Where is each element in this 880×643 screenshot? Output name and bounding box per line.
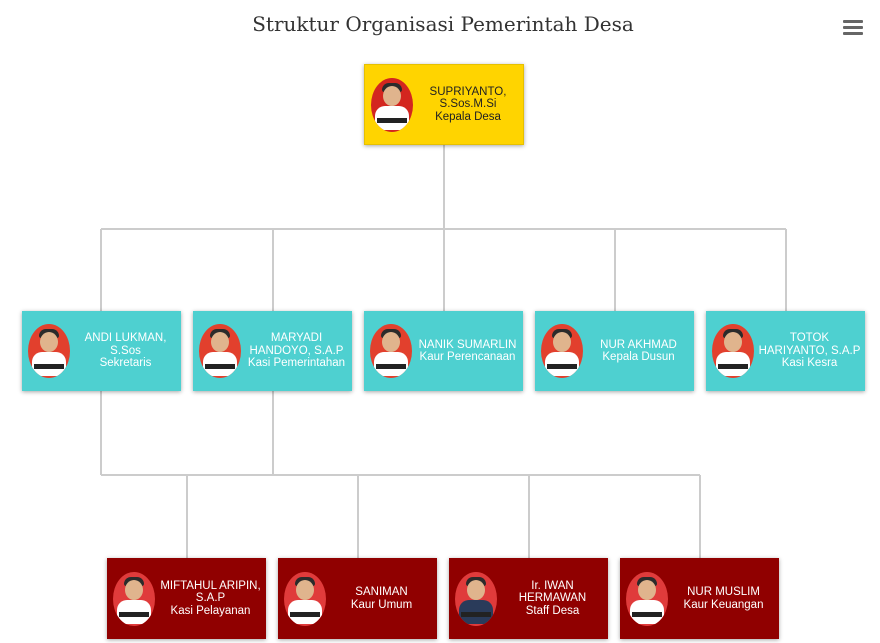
org-node-kasi-pelayanan[interactable]: MIFTAHUL ARIPIN, S.A.P Kasi Pelayanan — [107, 558, 266, 639]
org-node-kepala-dusun[interactable]: NUR AKHMAD Kepala Dusun — [535, 311, 694, 391]
page-title: Struktur Organisasi Pemerintah Desa — [252, 12, 634, 36]
node-name: NUR AKHMAD — [600, 338, 677, 351]
profile-photo — [199, 324, 241, 378]
node-role: Kaur Perencanaan — [419, 351, 516, 363]
profile-photo — [370, 324, 412, 378]
org-node-staff-desa[interactable]: Ir. IWAN HERMAWAN Staff Desa — [449, 558, 608, 639]
node-name: Ir. IWAN HERMAWAN — [518, 579, 587, 605]
node-role: Kaur Umum — [350, 598, 413, 611]
profile-photo — [28, 324, 70, 378]
node-name: NUR MUSLIM — [687, 586, 760, 598]
profile-photo — [626, 571, 668, 626]
hamburger-menu-icon[interactable] — [843, 20, 863, 36]
node-name: SANIMAN — [355, 586, 408, 598]
org-node-kaur-keuangan[interactable]: NUR MUSLIM Kaur Keuangan — [620, 558, 779, 639]
profile-photo — [371, 77, 413, 132]
org-node-sekretaris[interactable]: ANDI LUKMAN, S.Sos Sekretaris — [22, 311, 181, 391]
node-name: NANIK SUMARLIN — [418, 338, 517, 351]
node-role: Sekretaris — [99, 357, 152, 370]
node-name: ANDI LUKMAN, S.Sos — [84, 332, 167, 357]
node-name: MIFTAHUL ARIPIN, S.A.P — [160, 579, 261, 605]
org-node-kepala-desa[interactable]: SUPRIYANTO, S.Sos.M.Si Kepala Desa — [364, 64, 524, 145]
org-node-kaur-umum[interactable]: SANIMAN Kaur Umum — [278, 558, 437, 639]
node-role: Kasi Pemerintahan — [247, 357, 346, 370]
org-node-kaur-perencanaan[interactable]: NANIK SUMARLIN Kaur Perencanaan — [364, 311, 523, 391]
profile-photo — [284, 571, 326, 626]
node-role: Kepala Dusun — [602, 351, 675, 363]
profile-photo — [541, 324, 583, 378]
profile-photo — [113, 571, 155, 626]
node-name: TOTOK HARIYANTO, S.A.P — [758, 332, 861, 357]
profile-photo — [712, 324, 754, 378]
node-role: Kasi Kesra — [781, 357, 838, 370]
node-role: Kepala Desa — [435, 110, 501, 123]
profile-photo — [455, 571, 497, 626]
org-node-kasi-pemerintahan[interactable]: MARYADI HANDOYO, S.A.P Kasi Pemerintahan — [193, 311, 352, 391]
node-role: Staff Desa — [525, 604, 580, 617]
node-role: Kaur Keuangan — [683, 598, 764, 611]
org-node-kasi-kesra[interactable]: TOTOK HARIYANTO, S.A.P Kasi Kesra — [706, 311, 865, 391]
node-name: SUPRIYANTO, S.Sos.M.Si — [429, 85, 507, 111]
node-name: MARYADI HANDOYO, S.A.P — [249, 332, 344, 357]
node-role: Kasi Pelayanan — [170, 604, 251, 617]
